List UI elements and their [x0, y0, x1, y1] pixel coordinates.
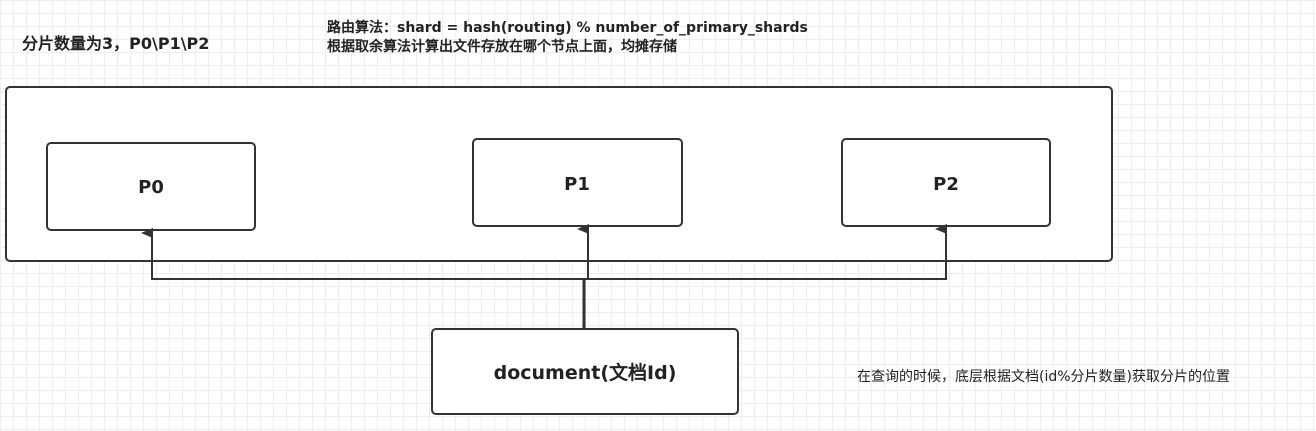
routing-description: 根据取余算法计算出文件存放在哪个节点上面，均摊存储 — [327, 39, 677, 55]
shard-box-p1[interactable]: P1 — [472, 138, 683, 227]
arrow-to-p0 — [141, 228, 584, 280]
shard-label-p1: P1 — [564, 174, 590, 195]
shard-box-p0[interactable]: P0 — [46, 142, 256, 231]
shard-box-p2[interactable]: P2 — [841, 138, 1051, 227]
document-label: document(文档Id) — [494, 361, 677, 384]
document-box[interactable]: document(文档Id) — [431, 328, 739, 415]
shard-label-p0: P0 — [138, 177, 164, 198]
arrow-to-p2 — [584, 224, 947, 280]
query-note: 在查询的时候，底层根据文档(id%分片数量)获取分片的位置 — [857, 369, 1231, 385]
shard-count-title: 分片数量为3，P0\P1\P2 — [22, 34, 210, 53]
routing-formula: 路由算法：shard = hash(routing) % number_of_p… — [327, 20, 808, 36]
shard-label-p2: P2 — [933, 174, 959, 195]
